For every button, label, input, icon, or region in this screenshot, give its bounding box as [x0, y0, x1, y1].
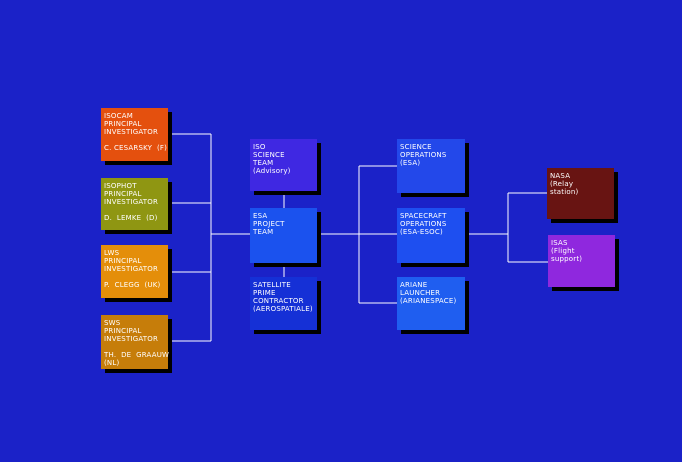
box-title: SCIENCE [400, 143, 432, 151]
box-line: INVESTIGATOR [104, 198, 159, 206]
isophot-pi-box: ISOPHOT PRINCIPAL INVESTIGATOR D. LEMKE … [101, 178, 168, 230]
box-line: PRINCIPAL [104, 257, 142, 265]
box-title: SWS [104, 319, 121, 327]
box-title: ESA [253, 212, 268, 220]
science-team-box: ISO SCIENCE TEAM (Advisory) [250, 139, 317, 191]
box-title: ISAS [551, 239, 568, 247]
box-title: ISOPHOT [104, 182, 137, 190]
box-title: NASA [550, 172, 571, 180]
box-line: CONTRACTOR [253, 297, 304, 305]
lws-pi-box: LWS PRINCIPAL INVESTIGATOR P. CLEGG (UK) [101, 245, 168, 298]
box-person: (NL) [104, 359, 120, 367]
project-team-box: ESA PROJECT TEAM [250, 208, 317, 263]
spacecraft-operations-box: SPACECRAFT OPERATIONS (ESA-ESOC) [397, 208, 465, 263]
box-line: PROJECT [253, 220, 285, 228]
box-line: TEAM [253, 228, 274, 236]
box-person: C. CESARSKY (F) [104, 144, 168, 152]
box-line: LAUNCHER [400, 289, 441, 297]
box-line: PRIME [253, 289, 276, 297]
science-operations-box: SCIENCE OPERATIONS (ESA) [397, 139, 465, 193]
box-line: SCIENCE [253, 151, 285, 159]
box-line: (ESA) [400, 159, 421, 167]
box-line: station) [550, 188, 579, 196]
box-line: PRINCIPAL [104, 120, 142, 128]
box-line: (Advisory) [253, 167, 291, 175]
box-line: (AEROSPATIALE) [253, 305, 313, 313]
box-line: INVESTIGATOR [104, 265, 159, 273]
box-line: support) [551, 255, 583, 263]
box-person: P. CLEGG (UK) [104, 281, 161, 289]
box-line: (Flight [551, 247, 575, 255]
box-line: (ARIANESPACE) [400, 297, 457, 305]
box-line: PRINCIPAL [104, 327, 142, 335]
box-title: ISO [253, 143, 266, 151]
box-person: D. LEMKE (D) [104, 214, 158, 222]
box-title: SPACECRAFT [400, 212, 447, 220]
box-title: LWS [104, 249, 120, 257]
box-line: OPERATIONS [400, 151, 447, 159]
ariane-launcher-box: ARIANE LAUNCHER (ARIANESPACE) [397, 277, 465, 330]
box-title: ISOCAM [104, 112, 133, 120]
box-title: ARIANE [400, 281, 428, 289]
box-line: (Relay [550, 180, 574, 188]
nasa-box: NASA (Relay station) [547, 168, 614, 219]
box-person: TH. DE GRAAUW [104, 351, 170, 359]
box-line: (ESA-ESOC) [400, 228, 443, 236]
box-line: OPERATIONS [400, 220, 447, 228]
box-line: INVESTIGATOR [104, 335, 159, 343]
box-line: INVESTIGATOR [104, 128, 159, 136]
isas-box: ISAS (Flight support) [548, 235, 615, 287]
isocam-pi-box: ISOCAM PRINCIPAL INVESTIGATOR C. CESARSK… [101, 108, 168, 161]
sws-pi-box: SWS PRINCIPAL INVESTIGATOR TH. DE GRAAUW… [101, 315, 170, 369]
box-line: TEAM [253, 159, 274, 167]
prime-contractor-box: SATELLITE PRIME CONTRACTOR (AEROSPATIALE… [250, 277, 317, 330]
box-line: PRINCIPAL [104, 190, 142, 198]
box-title: SATELLITE [253, 281, 291, 289]
